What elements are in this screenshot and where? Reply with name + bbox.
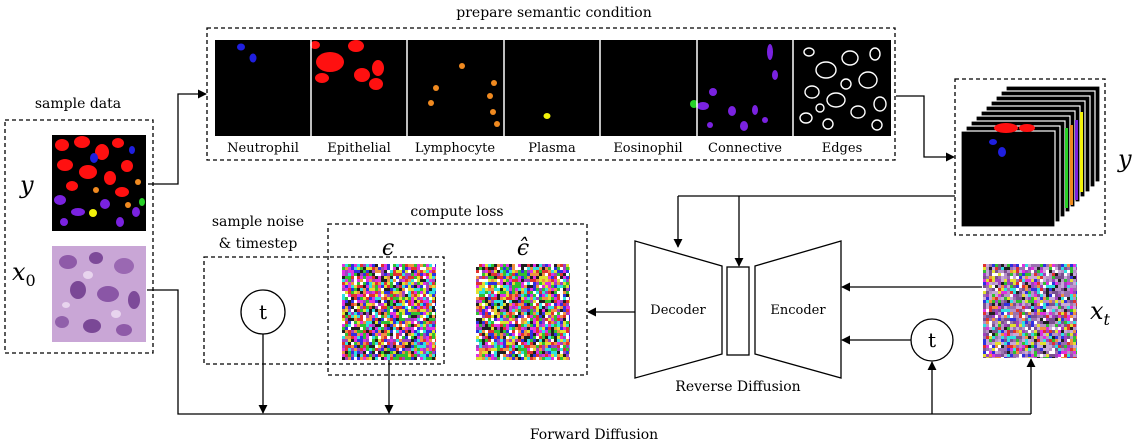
y-to-condition-arrow (148, 89, 207, 185)
sample-noise-title-2: & timestep (219, 236, 298, 252)
decoder-label: Decoder (650, 303, 706, 318)
epsilon-symbol: ϵ (382, 236, 394, 261)
forward-diffusion-label: Forward Diffusion (530, 427, 658, 443)
x0-symbol: x0 (12, 258, 36, 290)
condition-plasma-map (543, 113, 551, 119)
condition-label: Edges (822, 141, 863, 156)
stacked-condition-image (960, 85, 1101, 228)
condition-strip (215, 40, 891, 136)
y-symbol: y (19, 171, 34, 199)
condition-label: Eosinophil (613, 141, 682, 156)
condition-lymphocyte-map (428, 63, 500, 127)
forward-diffusion-line (147, 289, 1031, 415)
encoder-label: Encoder (770, 303, 826, 318)
xt-symbol: xt (1090, 297, 1111, 329)
condition-to-stack-arrow (896, 95, 955, 162)
prepare-condition-title: prepare semantic condition (456, 5, 651, 21)
noise-image-epsilon-hat (476, 264, 570, 360)
condition-label: Epithelial (327, 141, 390, 156)
timestep-label-reverse: t (928, 328, 936, 352)
sample-data-box (4, 119, 154, 354)
semantic-map-image (52, 135, 146, 231)
encoder-block (754, 240, 842, 379)
epsilon-hat-symbol: ϵ̂ (517, 236, 529, 261)
sample-data-title: sample data (35, 96, 121, 112)
condition-label: Neutrophil (227, 141, 299, 156)
decoder-block (634, 240, 723, 379)
prepare-condition-box (206, 27, 896, 161)
noise-image-epsilon (342, 264, 436, 360)
sample-noise-box (203, 256, 445, 365)
reverse-diffusion-label: Reverse Diffusion (675, 379, 800, 395)
condition-label: Plasma (528, 141, 576, 156)
histology-image (52, 246, 146, 342)
condition-epithelial-map (310, 40, 384, 90)
condition-edges-map (799, 47, 887, 131)
y-stacked-symbol: y (1117, 145, 1132, 173)
stacked-condition-box (954, 78, 1106, 236)
noisy-image-xt (983, 264, 1077, 358)
timestep-label: t (259, 300, 267, 324)
condition-label: Connective (708, 141, 782, 156)
compute-loss-box (327, 223, 588, 376)
condition-neutrophil-map (237, 43, 257, 63)
compute-loss-title: compute loss (410, 204, 503, 220)
condition-connective-map (690, 44, 778, 131)
sample-noise-title: sample noise (212, 214, 304, 230)
bottleneck-block (726, 266, 750, 356)
condition-label: Lymphocyte (415, 141, 495, 156)
